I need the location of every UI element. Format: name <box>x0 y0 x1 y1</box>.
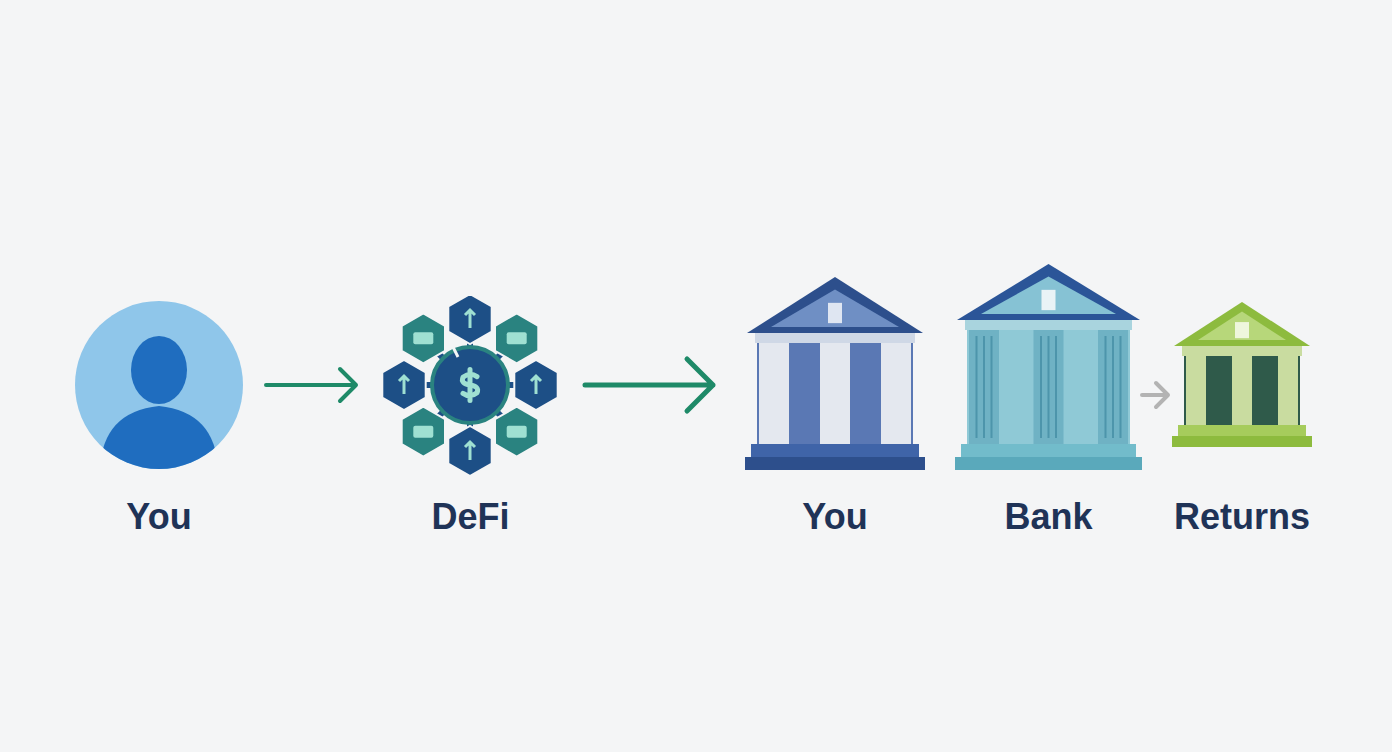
flow-arrow <box>266 369 356 401</box>
icon-node: You <box>745 275 925 470</box>
icon-node: Bank <box>955 262 1142 470</box>
bank-building <box>955 262 1142 470</box>
defi-icon <box>378 295 563 475</box>
node-label: Returns <box>1174 495 1310 539</box>
flow-arrow <box>1142 383 1168 407</box>
node-label: DeFi <box>431 495 509 539</box>
bank-building <box>745 275 925 470</box>
returns-building <box>1172 300 1312 447</box>
node-label: Bank <box>1004 495 1092 539</box>
person-icon <box>74 300 244 470</box>
arrow-line <box>266 369 356 401</box>
node-label: You <box>126 495 191 539</box>
flow-arrow <box>585 359 713 411</box>
arrow-line <box>1142 383 1168 407</box>
icon-node: You <box>74 300 244 470</box>
node-label: You <box>802 495 867 539</box>
icon-node: Returns <box>1172 300 1312 447</box>
arrow-line <box>585 359 713 411</box>
icon-node: DeFi <box>378 295 563 475</box>
